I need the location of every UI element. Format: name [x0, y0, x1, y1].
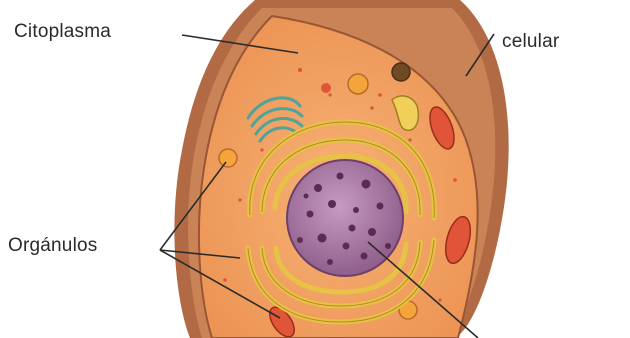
- cell-membrane-label: celular: [502, 31, 559, 53]
- organelles-label: Orgánulos: [8, 235, 97, 257]
- cytoplasm-label: Citoplasma: [14, 21, 111, 43]
- nucleus: [287, 160, 403, 276]
